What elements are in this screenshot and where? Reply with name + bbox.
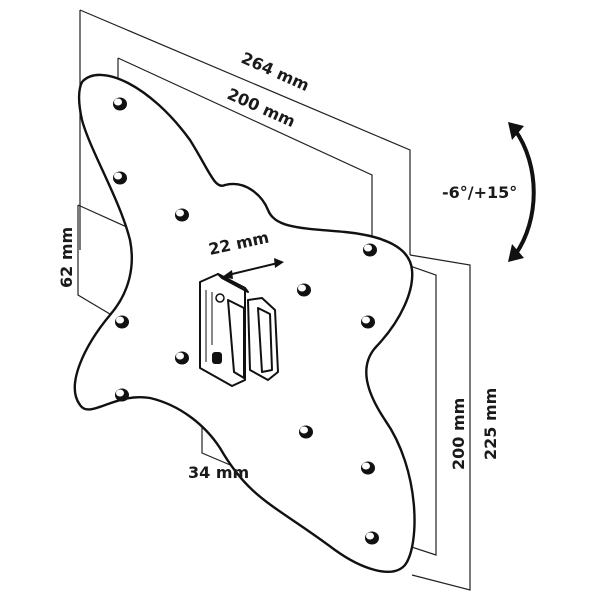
tilt-arrow-icon <box>508 122 536 262</box>
label-264mm: 264 mm <box>238 48 312 95</box>
label-62mm: 62 mm <box>57 227 76 288</box>
label-34mm: 34 mm <box>188 463 249 482</box>
dimension-frame-outer-width <box>79 9 411 255</box>
label-200mm-height: 200 mm <box>449 398 468 470</box>
mounting-holes <box>113 97 379 545</box>
bracket-width-arrow <box>222 258 284 279</box>
label-tilt-range: -6°/+15° <box>442 183 517 202</box>
label-225mm: 225 mm <box>481 388 500 460</box>
tilt-bracket <box>199 273 279 387</box>
